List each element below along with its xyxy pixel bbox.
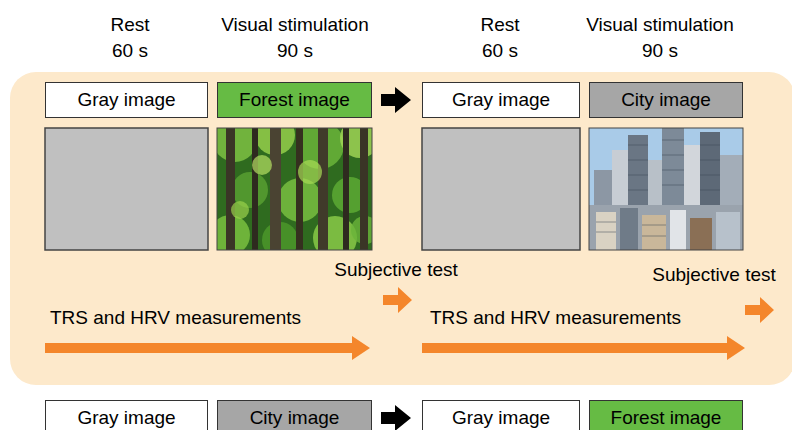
stimulus-box: City image bbox=[589, 82, 743, 118]
step-label: Subjective test bbox=[652, 264, 776, 286]
rest-box: Gray image bbox=[45, 400, 208, 430]
stimulus-box: City image bbox=[217, 400, 372, 430]
rest-box: Gray image bbox=[45, 82, 208, 118]
duration: 60 s bbox=[112, 40, 148, 62]
box-label: City image bbox=[621, 90, 711, 111]
duration: 90 s bbox=[642, 40, 678, 62]
gray-image bbox=[422, 128, 580, 250]
measurement-arrow bbox=[422, 336, 745, 360]
phase-name: Rest bbox=[480, 14, 519, 36]
box-label: Gray image bbox=[452, 90, 550, 111]
duration: 60 s bbox=[482, 40, 518, 62]
measurement-label: TRS and HRV measurements bbox=[430, 307, 681, 329]
measurement-label: TRS and HRV measurements bbox=[50, 307, 301, 329]
photo-frame bbox=[589, 128, 743, 250]
box-label: Gray image bbox=[77, 408, 175, 429]
photo-frame bbox=[217, 128, 372, 250]
box-label: Gray image bbox=[452, 408, 550, 429]
box-label: City image bbox=[250, 408, 340, 429]
box-label: Gray image bbox=[77, 90, 175, 111]
phase-name: Rest bbox=[110, 14, 149, 36]
subjective-test-arrow bbox=[383, 287, 412, 313]
rest-box: Gray image bbox=[422, 82, 580, 118]
stimulus-box: Forest image bbox=[589, 400, 743, 430]
measurement-arrow bbox=[45, 336, 370, 360]
session-panel bbox=[10, 72, 792, 385]
sequence-arrow bbox=[381, 87, 411, 113]
rest-box: Gray image bbox=[422, 400, 580, 430]
step-label: Subjective test bbox=[334, 259, 458, 281]
city-photo bbox=[589, 128, 743, 250]
gray-image bbox=[45, 128, 208, 250]
box-label: Forest image bbox=[239, 90, 350, 111]
phase-name: Visual stimulation bbox=[221, 14, 369, 36]
phase-name: Visual stimulation bbox=[586, 14, 734, 36]
orange-arrows bbox=[45, 287, 774, 360]
box-label: Forest image bbox=[611, 408, 722, 429]
stimulus-box: Forest image bbox=[217, 82, 372, 118]
sequence-arrow bbox=[381, 405, 411, 430]
forest-photo bbox=[217, 128, 372, 250]
subjective-test-arrow bbox=[745, 297, 774, 323]
duration: 90 s bbox=[277, 40, 313, 62]
